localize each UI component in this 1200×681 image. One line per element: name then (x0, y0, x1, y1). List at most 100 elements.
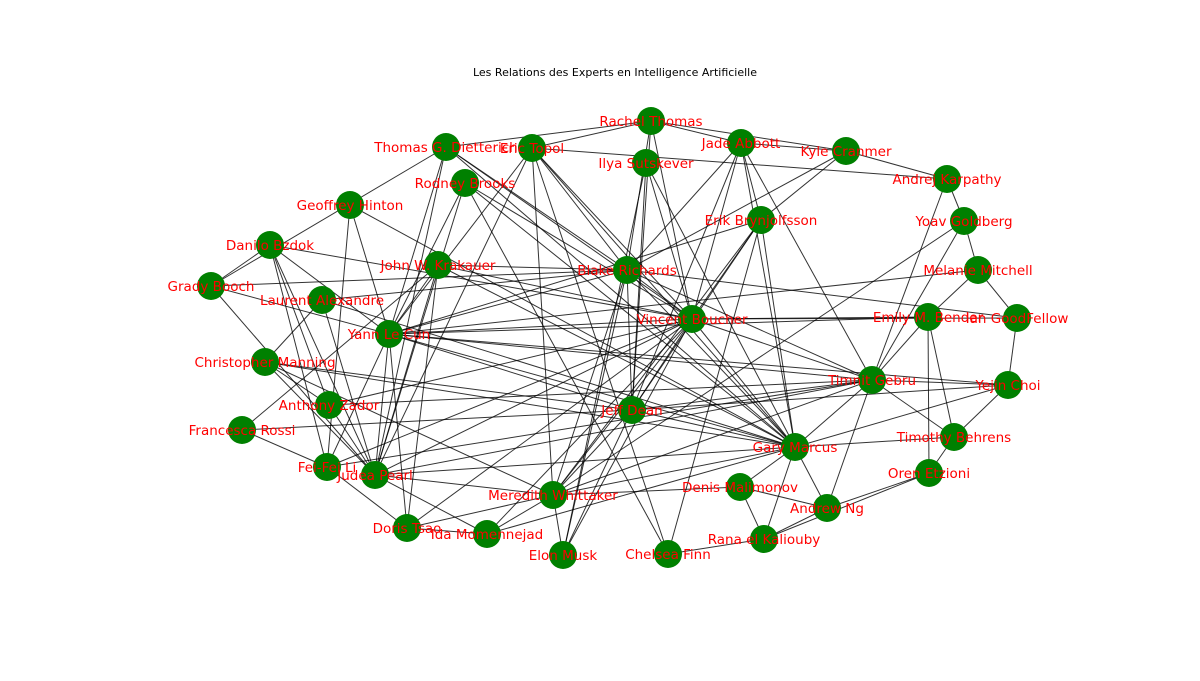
node (964, 256, 992, 284)
edge (241, 409, 633, 431)
node-label: Rachel Thomas (599, 114, 702, 130)
node (950, 207, 978, 235)
node-label: Grady Booch (168, 279, 255, 295)
edge (349, 204, 390, 335)
node-label: Yejin Choi (974, 378, 1040, 394)
node (832, 137, 860, 165)
node (781, 433, 809, 461)
edge (562, 318, 693, 556)
node-label: John W. Krakauer (380, 258, 496, 274)
node (197, 272, 225, 300)
edge (269, 244, 693, 320)
edge (406, 494, 554, 529)
edge (388, 333, 796, 448)
edge (667, 219, 762, 555)
edge (374, 474, 554, 496)
node (933, 165, 961, 193)
edge (845, 150, 948, 180)
edge (650, 120, 742, 144)
edge (531, 147, 796, 448)
edge (794, 384, 1009, 448)
edge (626, 269, 1018, 319)
node (308, 286, 336, 314)
edge (927, 316, 930, 474)
node-label: Elon Musk (529, 548, 598, 564)
edge (326, 318, 693, 468)
edge (626, 150, 847, 271)
node (858, 366, 886, 394)
edge (464, 182, 693, 320)
node-label: Blake Richards (577, 263, 677, 279)
node-label: Rodney Brooks (415, 176, 516, 192)
edge (691, 142, 742, 320)
edge (388, 318, 693, 335)
node-label: Timothy Behrens (896, 430, 1011, 446)
edge (826, 472, 930, 509)
edge (486, 446, 796, 535)
edge (264, 361, 796, 448)
node (654, 540, 682, 568)
edge (760, 150, 847, 221)
node (375, 320, 403, 348)
node-label: Vincent Boucher (636, 312, 747, 328)
edge (645, 162, 693, 320)
edge (328, 318, 693, 406)
edge (445, 146, 628, 271)
node-label: Fei-Fei Li (298, 460, 357, 476)
node (549, 541, 577, 569)
edge (631, 162, 647, 411)
edge (326, 204, 351, 468)
edge (739, 486, 828, 509)
edge (374, 146, 447, 476)
edge (531, 147, 693, 320)
node-label: Jeff Dean (600, 403, 662, 419)
node (361, 461, 389, 489)
edge (388, 147, 533, 335)
node-label: Yann Le Cun (347, 327, 430, 343)
node-label: Eric Topol (500, 141, 564, 157)
edge (445, 120, 652, 148)
node-label: Emily M. Bender (873, 310, 984, 326)
edge (763, 446, 796, 540)
edge (210, 146, 447, 287)
node (813, 494, 841, 522)
node (539, 481, 567, 509)
edge (631, 142, 742, 411)
node-label: Chelsea Finn (625, 547, 711, 563)
edge (552, 269, 628, 496)
node-label: Danilo Bzdok (226, 238, 314, 254)
edge (241, 264, 439, 431)
edge (626, 269, 873, 381)
node (518, 134, 546, 162)
edge (760, 219, 796, 448)
node (424, 251, 452, 279)
node (915, 459, 943, 487)
node (393, 514, 421, 542)
node (1003, 304, 1031, 332)
node-label: Andrej Karpathy (892, 172, 1001, 188)
edge (486, 318, 693, 535)
edge (552, 219, 762, 496)
edge (871, 379, 955, 438)
edge (321, 269, 628, 301)
edge (562, 409, 633, 556)
edge (464, 182, 669, 555)
node (994, 371, 1022, 399)
node (940, 423, 968, 451)
edge (531, 147, 554, 496)
edge (437, 264, 628, 271)
node-label: Denis Malimonov (682, 480, 798, 496)
edge (326, 466, 408, 529)
node (727, 129, 755, 157)
edge (326, 333, 390, 468)
node (726, 473, 754, 501)
edge (326, 379, 873, 468)
edge (531, 147, 669, 555)
node (315, 391, 343, 419)
edge (691, 317, 1018, 320)
edge (740, 142, 873, 381)
edge (388, 269, 979, 335)
edge (552, 220, 965, 496)
node-label: Meredith Whittaker (488, 488, 618, 504)
